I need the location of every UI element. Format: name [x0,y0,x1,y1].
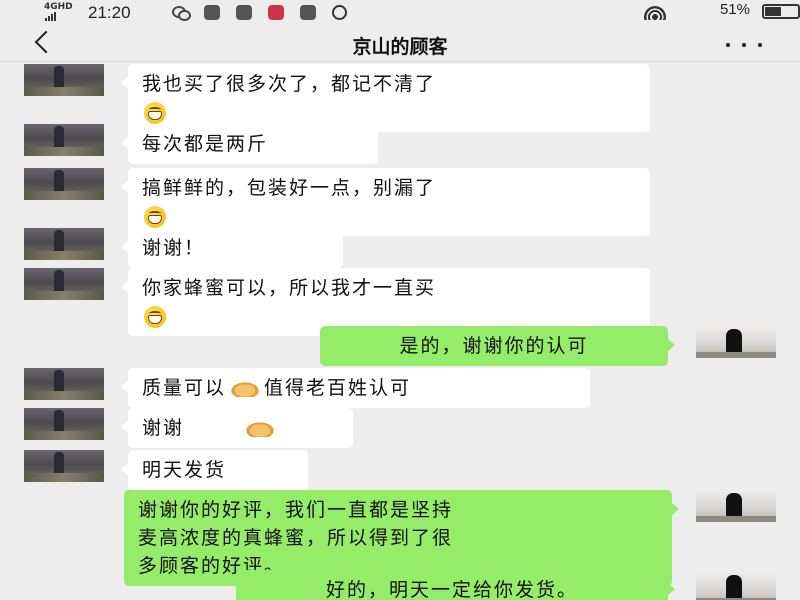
battery-percent: 51% [719,1,750,18]
app-notification-icon [204,5,221,20]
message-text: 每次都是两斤 [142,133,269,155]
app-notification-icon [236,5,253,20]
message-bubble-incoming[interactable]: 谢谢！ [121,228,343,268]
message-text: 我也买了很多次了，都记不清了 [142,73,437,95]
contact-avatar[interactable] [24,368,104,400]
message-text: 搞鲜鲜的，包装好一点，别漏了 [142,177,437,199]
contact-avatar[interactable] [24,408,104,440]
my-avatar[interactable] [696,326,776,358]
more-dots-icon[interactable] [726,43,762,47]
contact-avatar[interactable] [24,168,104,200]
contact-avatar[interactable] [24,268,104,300]
app-notification-icon [300,5,317,20]
network-label: 4GHD [44,2,73,12]
message-bubble-incoming[interactable]: 质量可以 值得老百姓认可 [121,368,590,408]
message-bubble-incoming[interactable]: 我也买了很多次了，都记不清了 [121,64,650,132]
message-text: 你家蜂蜜可以，所以我才一直买 [142,277,437,299]
message-bubble-outgoing[interactable]: 好的，明天一定给你发货。 [236,570,675,600]
battery-icon [762,4,800,19]
wechat-notification-icon [172,5,191,21]
wifi-icon [644,6,666,20]
grin-emoji-icon [144,101,166,124]
message-list[interactable]: 我也买了很多次了，都记不清了 每次都是两斤 搞鲜鲜的，包装好一点，别漏了 谢谢！… [0,62,800,600]
signal-icon [45,12,57,21]
chat-title: 京山的顾客 [352,36,448,58]
network-indicator: 4GHD [44,3,73,21]
message-text: 谢谢你的好评，我们一直都是坚持 [138,499,454,521]
message-bubble-incoming[interactable]: 搞鲜鲜的，包装好一点，别漏了 [121,168,650,236]
status-time: 21:20 [88,3,131,22]
handshake-emoji-icon [229,380,262,397]
app-notification-icon [332,5,348,20]
message-text: 质量可以 [142,377,227,399]
battery-fill [765,7,781,16]
message-text: 明天发货 [142,459,227,481]
contact-avatar[interactable] [24,450,104,482]
message-text: 麦高浓度的真蜂蜜，所以得到了很 [138,527,454,549]
message-text: 值得老百姓认可 [264,377,412,399]
app-notification-icon [268,5,285,20]
message-bubble-outgoing[interactable]: 是的，谢谢你的认可 [320,326,675,366]
status-bar: 4GHD 21:20 51% [0,0,800,26]
message-text: 是的，谢谢你的认可 [399,335,589,357]
clap-emoji-icon [244,420,277,437]
message-bubble-incoming[interactable]: 谢谢 [121,408,353,448]
chat-header: 京山的顾客 [0,26,800,62]
message-bubble-incoming[interactable]: 每次都是两斤 [121,124,378,164]
my-avatar[interactable] [696,490,776,522]
contact-avatar[interactable] [24,124,104,156]
grin-emoji-icon [144,205,166,228]
message-text: 谢谢！ [142,237,206,259]
contact-avatar[interactable] [24,228,104,260]
message-text: 谢谢 [142,417,185,439]
contact-avatar[interactable] [24,64,104,96]
my-avatar[interactable] [696,572,776,600]
message-bubble-incoming[interactable]: 明天发货 [121,450,308,490]
message-bubble-incoming[interactable]: 你家蜂蜜可以，所以我才一直买 [121,268,650,336]
grin-emoji-icon [144,305,166,328]
notification-icons [172,5,358,21]
message-text: 好的，明天一定给你发货。 [325,579,578,600]
